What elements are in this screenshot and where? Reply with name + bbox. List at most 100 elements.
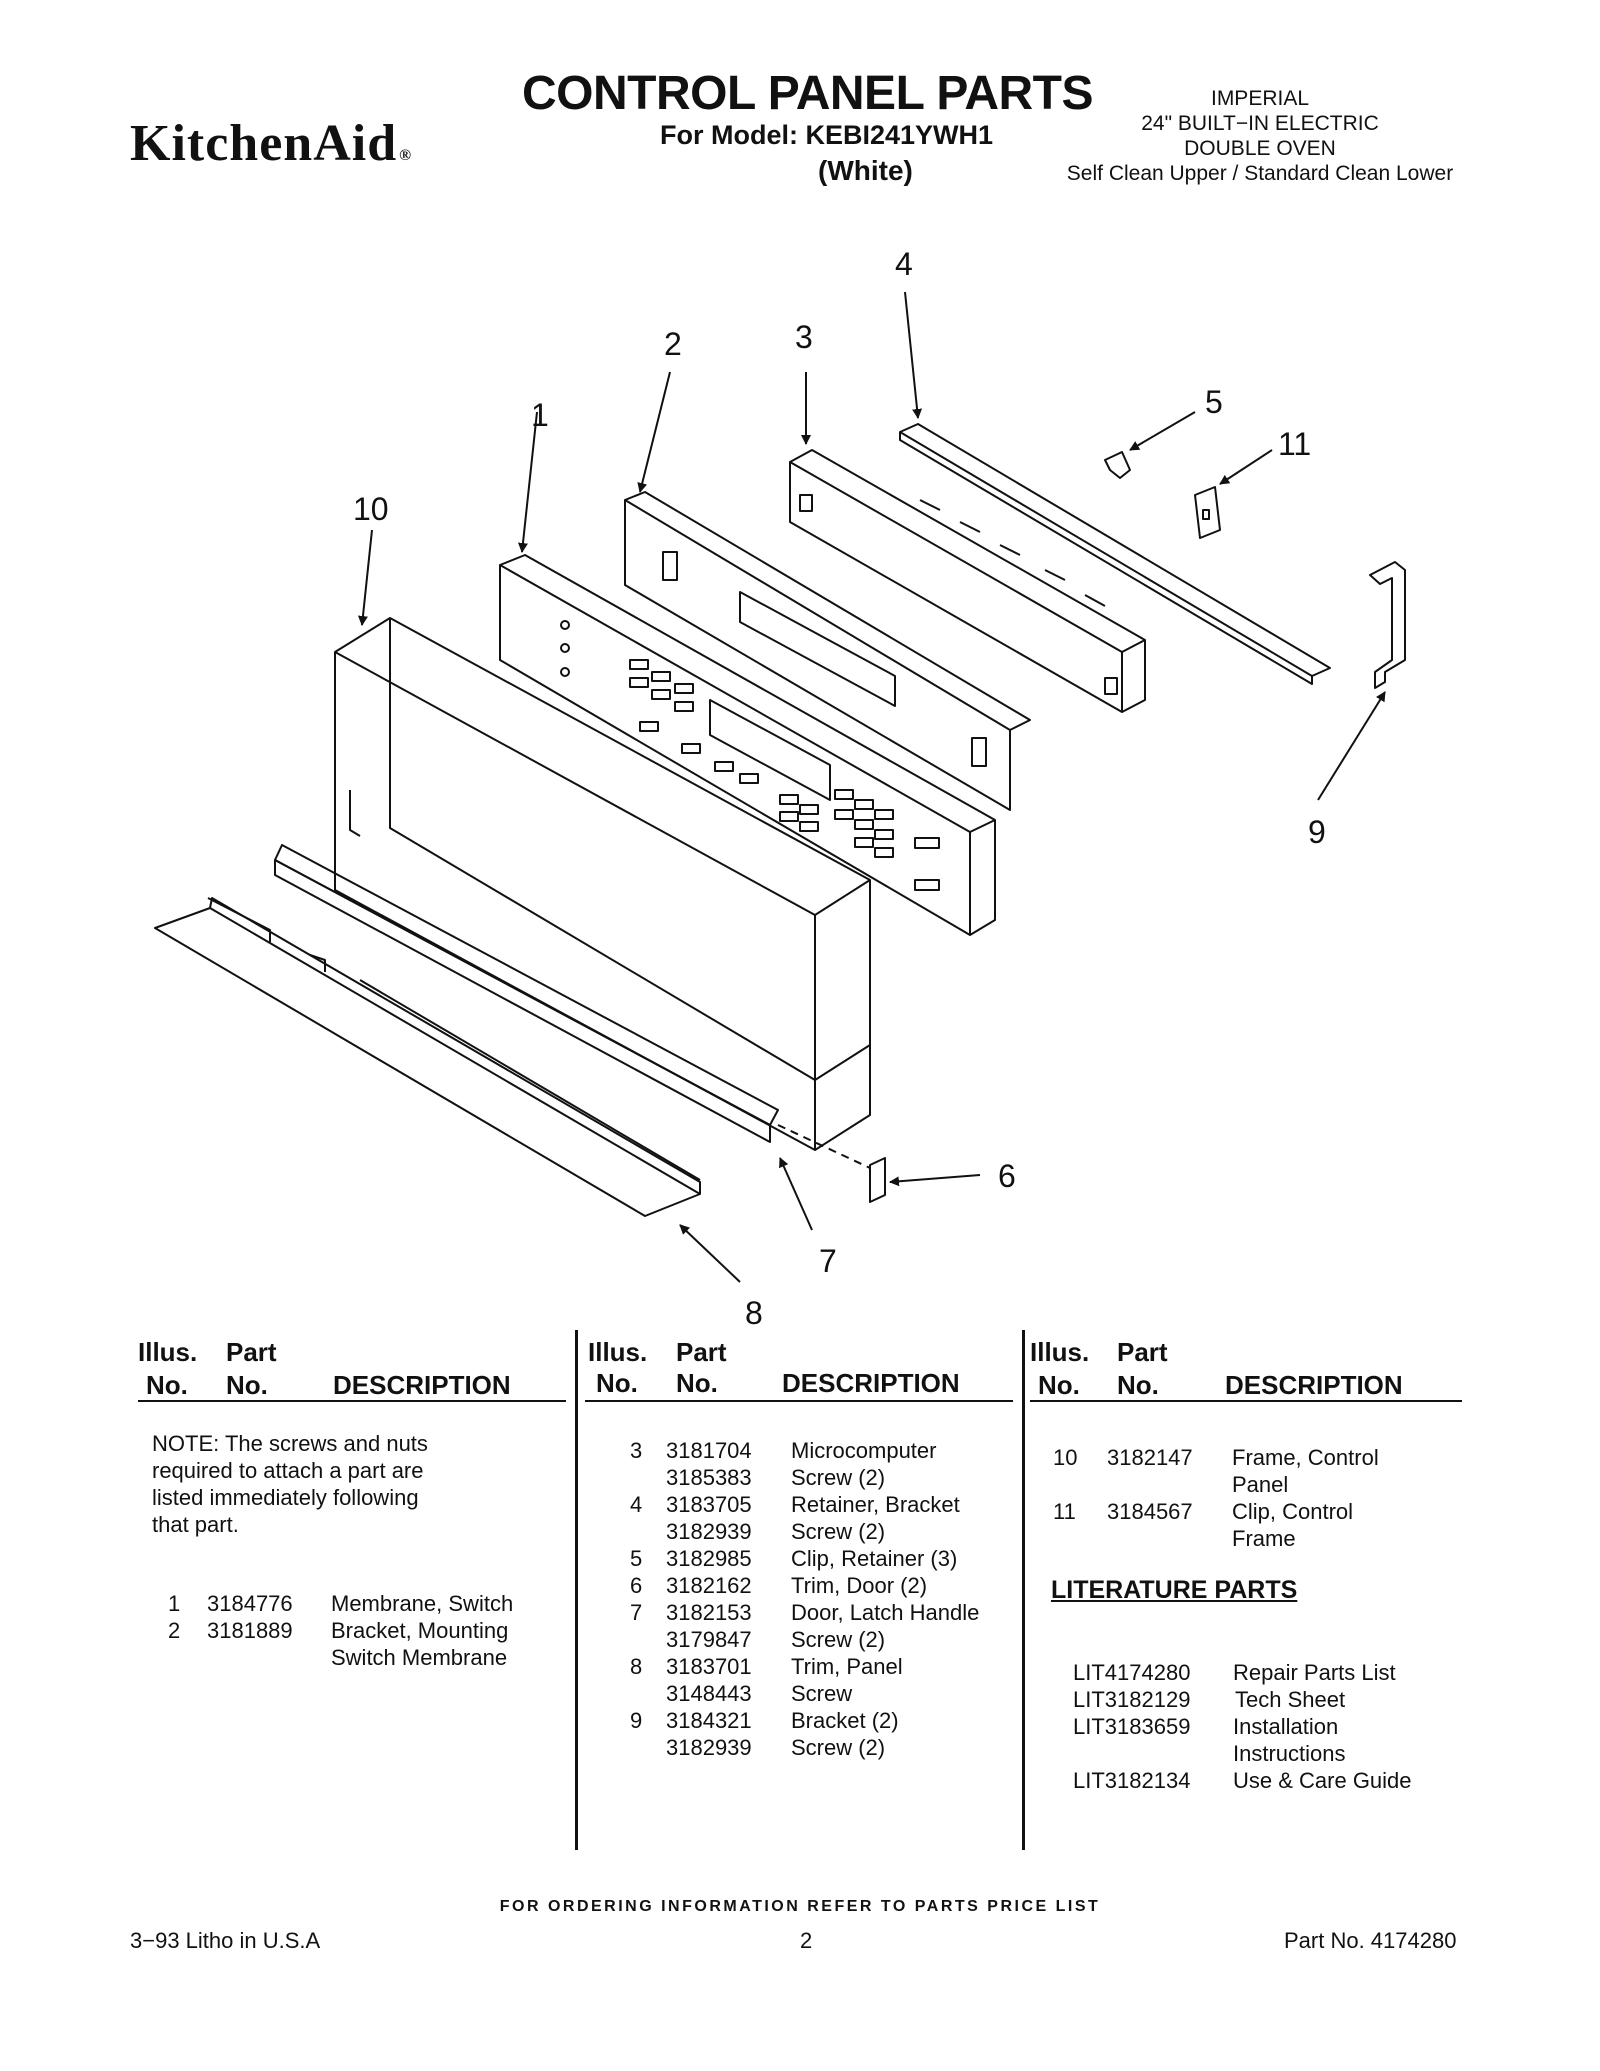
imperial-line-4: Self Clean Upper / Standard Clean Lower xyxy=(1066,162,1454,185)
col2-row-7-illus: 7 xyxy=(630,1600,643,1625)
column-divider-2 xyxy=(1022,1330,1025,1850)
col3-row-3-desc: Clip, Control xyxy=(1232,1499,1354,1524)
col2-row-12-part: 3182939 xyxy=(666,1735,752,1760)
col2-row-6-illus: 6 xyxy=(630,1573,643,1598)
column-divider-1 xyxy=(575,1330,578,1850)
note-line-3: listed immediately following xyxy=(152,1485,419,1510)
col2-row-3-illus: 4 xyxy=(630,1492,643,1517)
callout-3: 3 xyxy=(795,319,813,355)
col3-head-part: Part xyxy=(1117,1337,1168,1367)
col2-row-8-part: 3179847 xyxy=(666,1627,752,1652)
microcomputer-part xyxy=(789,449,1146,713)
callout-2: 2 xyxy=(664,326,682,362)
lit-row-4-desc: Instructions xyxy=(1233,1741,1346,1766)
col3-row-3-illus: 11 xyxy=(1053,1499,1076,1524)
lit-row-1-desc: Repair Parts List xyxy=(1233,1660,1396,1685)
col2-head-no: No. xyxy=(596,1368,638,1398)
callout-10: 10 xyxy=(353,491,389,527)
dashed-leader xyxy=(777,1124,871,1169)
lit-row-3-part: LIT3183659 xyxy=(1073,1714,1191,1739)
header-rule-1 xyxy=(138,1400,566,1402)
col3-row-1-illus: 10 xyxy=(1053,1445,1078,1470)
lit-row-2-desc: Tech Sheet xyxy=(1235,1687,1346,1712)
col2-head-part: Part xyxy=(676,1337,727,1367)
bracket-9-part xyxy=(1369,561,1406,689)
callout-1: 1 xyxy=(531,397,549,433)
imperial-line-1: IMPERIAL xyxy=(1210,87,1310,110)
col2-row-9-illus: 8 xyxy=(630,1654,643,1679)
callout-8: 8 xyxy=(745,1295,763,1331)
col1-row-2-part: 3181889 xyxy=(207,1618,293,1643)
col2-row-11-illus: 9 xyxy=(630,1708,643,1733)
part-number: Part No. 4174280 xyxy=(1284,1928,1457,1953)
col2-head-illus: Illus. xyxy=(588,1337,648,1367)
col1-head-illus: Illus. xyxy=(138,1337,198,1367)
callout-11: 11 xyxy=(1278,426,1312,462)
col2-row-12-desc: Screw (2) xyxy=(791,1735,886,1760)
brand-name: KitchenAid xyxy=(130,115,398,172)
col2-row-3-part: 3183705 xyxy=(666,1492,752,1517)
col3-head-no: No. xyxy=(1038,1370,1080,1400)
litho-line: 3−93 Litho in U.S.A xyxy=(130,1928,321,1953)
col2-row-9-part: 3183701 xyxy=(666,1654,752,1679)
col2-row-1-illus: 3 xyxy=(630,1438,643,1463)
page-number: 2 xyxy=(800,1928,813,1953)
ordering-note: FOR ORDERING INFORMATION REFER TO PARTS … xyxy=(499,1898,1101,1915)
col1-row-2-illus: 2 xyxy=(168,1618,181,1643)
col1-head-desc: DESCRIPTION xyxy=(333,1370,511,1400)
lit-row-2-part: LIT3182129 xyxy=(1073,1687,1191,1712)
col2-row-1-part: 3181704 xyxy=(666,1438,752,1463)
lit-row-5-part: LIT3182134 xyxy=(1073,1768,1191,1793)
col2-row-11-part: 3184321 xyxy=(666,1708,752,1733)
callout-6: 6 xyxy=(998,1158,1016,1194)
retainer-bracket-part xyxy=(899,423,1331,685)
col3-row-2-desc: Panel xyxy=(1232,1472,1289,1497)
page-title: CONTROL PANEL PARTS xyxy=(522,67,1093,120)
col2-row-9-desc: Trim, Panel xyxy=(791,1654,903,1679)
imperial-line-3: DOUBLE OVEN xyxy=(1184,137,1336,160)
col2-row-2-part: 3185383 xyxy=(666,1465,752,1490)
bracket-mounting-part xyxy=(624,491,1031,811)
col1-row-3-desc: Switch Membrane xyxy=(331,1645,508,1670)
col2-row-6-desc: Trim, Door (2) xyxy=(791,1573,928,1598)
switch-membrane-part xyxy=(499,554,996,936)
col2-row-6-part: 3182162 xyxy=(666,1573,752,1598)
header-rule-2 xyxy=(585,1400,1013,1402)
col2-row-11-desc: Bracket (2) xyxy=(791,1708,899,1733)
col2-row-3-desc: Retainer, Bracket xyxy=(791,1492,960,1517)
note-line-2: required to attach a part are xyxy=(152,1458,424,1483)
col2-row-4-desc: Screw (2) xyxy=(791,1519,886,1544)
callout-5: 5 xyxy=(1205,384,1223,420)
note-line-1: NOTE: The screws and nuts xyxy=(152,1431,428,1456)
col1-row-1-desc: Membrane, Switch xyxy=(331,1591,514,1616)
col2-row-5-part: 3182985 xyxy=(666,1546,752,1571)
col3-row-1-part: 3182147 xyxy=(1107,1445,1193,1470)
imperial-line-2: 24" BUILT−IN ELECTRIC xyxy=(1141,112,1379,135)
clip-control-frame-part xyxy=(1194,486,1221,539)
kitchenaid-logo: KitchenAid® xyxy=(130,118,412,170)
model-line: For Model: KEBI241YWH1 xyxy=(660,120,994,150)
col3-head-partno: No. xyxy=(1117,1370,1159,1400)
col1-head-no: No. xyxy=(146,1370,188,1400)
registered-mark: ® xyxy=(399,147,413,164)
col2-row-10-desc: Screw xyxy=(791,1681,853,1706)
callout-7: 7 xyxy=(819,1243,837,1279)
col2-head-desc: DESCRIPTION xyxy=(782,1368,960,1398)
col2-row-10-part: 3148443 xyxy=(666,1681,752,1706)
clip-retainer-part xyxy=(1104,451,1131,479)
leader-lines xyxy=(357,291,1386,1283)
col2-head-partno: No. xyxy=(676,1368,718,1398)
col3-head-desc: DESCRIPTION xyxy=(1225,1370,1403,1400)
lit-row-5-desc: Use & Care Guide xyxy=(1233,1768,1412,1793)
col2-row-2-desc: Screw (2) xyxy=(791,1465,886,1490)
col3-row-4-desc: Frame xyxy=(1232,1526,1296,1551)
col2-row-5-illus: 5 xyxy=(630,1546,643,1571)
col1-row-1-illus: 1 xyxy=(168,1591,181,1616)
col2-row-4-part: 3182939 xyxy=(666,1519,752,1544)
trim-door-part xyxy=(869,1157,886,1203)
callout-9: 9 xyxy=(1308,814,1326,850)
lit-row-3-desc: Installation xyxy=(1233,1714,1339,1739)
exploded-diagram xyxy=(154,291,1406,1283)
col2-row-7-desc: Door, Latch Handle xyxy=(791,1600,980,1625)
col1-head-part: Part xyxy=(226,1337,277,1367)
